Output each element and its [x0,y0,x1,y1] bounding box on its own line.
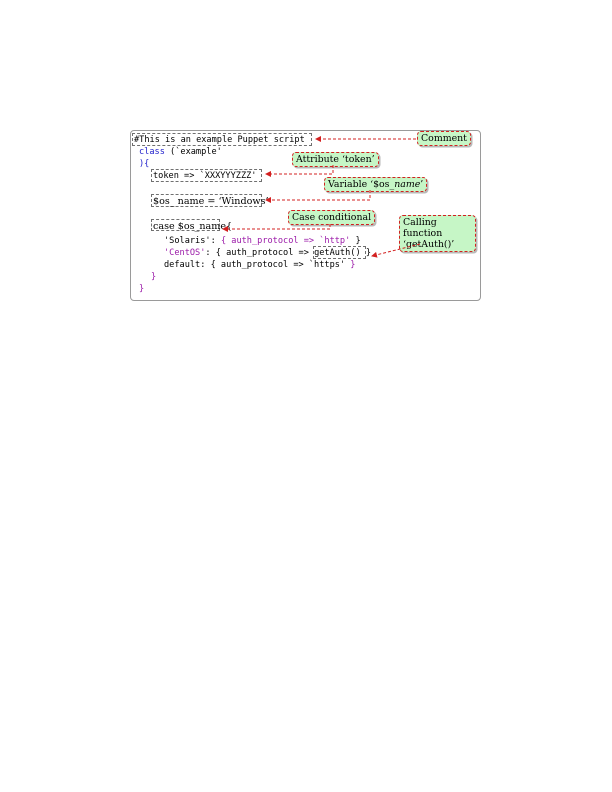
variable-tag-italic: name [394,179,421,190]
attribute-arrow [265,165,334,177]
solaris-colon: : [210,236,221,246]
case-highlight-box [151,219,220,231]
case-open-brace: { [226,221,233,232]
code-line-open: ){ [139,159,150,169]
solaris-value: { auth_protocol => `http' [220,236,351,246]
code-line-centos: 'CentOS': { auth_protocol => getAuth() } [164,248,371,259]
comment-highlight-box [132,133,312,146]
calling-function-tag: Calling function‘getAuth()’ [399,215,476,252]
comment-tag: Comment [417,131,471,146]
centos-getauth: getAuth() [314,248,361,258]
code-line-case: case $os_name{ [153,221,232,232]
calling-function-line1: Calling function [403,217,443,239]
centos-close: } [360,248,371,258]
centos-key: 'CentOS' [164,248,206,258]
code-line-close-class: } [139,284,145,294]
default-close: } [345,260,356,270]
code-frame [130,130,481,301]
case-arrow [222,224,331,232]
default-value: default: { auth_protocol => `https' [164,260,346,270]
centos-mid: : { auth_protocol => [205,248,315,258]
token-highlight-box [151,169,262,182]
code-line-solaris: 'Solaris': { auth_protocol => `http' } [164,236,361,247]
solaris-close: } [350,236,361,246]
code-line-class: class (`example' [139,147,222,158]
case-expression: case $os_name [153,221,227,232]
code-line-default: default: { auth_protocol => `https' } [164,260,355,271]
class-name: (`example' [164,147,222,157]
code-line-comment: #This is an example Puppet script [134,135,305,145]
getauth-highlight-box [313,246,366,259]
variable-tag: Variable ‘$os_name’ [324,177,428,192]
variable-tag-suffix: ’ [420,179,424,190]
calling-function-line2: ‘getAuth()’ [403,239,455,250]
variable-tag-prefix: Variable ‘$os_ [328,179,395,190]
code-line-token: token => `XXXYYYZZZ' [153,171,257,181]
case-tag: Case conditional [288,210,376,225]
calling-function-arrow [371,243,421,258]
class-keyword: class [139,147,165,157]
variable-highlight-box [151,194,262,207]
solaris-key: 'Solaris' [164,236,211,246]
variable-arrow [265,190,371,203]
attribute-tag: Attribute ‘token’ [292,152,379,167]
code-line-close-case: } [151,272,157,282]
code-line-osname: $os_ name = ‘Windows’ [153,196,269,207]
